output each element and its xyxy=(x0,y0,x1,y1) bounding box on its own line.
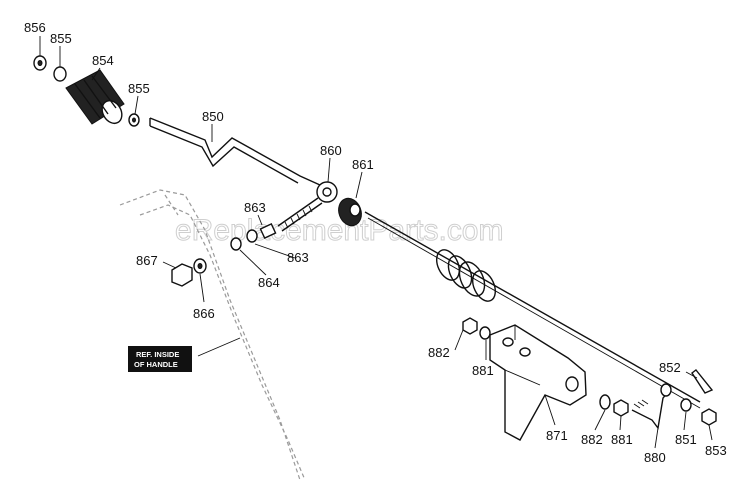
washer-855-top xyxy=(53,66,67,82)
label-856: 856 xyxy=(24,20,46,35)
label-855-top: 855 xyxy=(50,31,72,46)
reference-note: REF. INSIDE OF HANDLE xyxy=(128,346,192,372)
nut-882-left xyxy=(462,317,478,335)
rod-880 xyxy=(631,391,669,430)
label-855-right: 855 xyxy=(128,81,150,96)
nut-881-right xyxy=(613,399,629,417)
label-866: 866 xyxy=(193,306,215,321)
label-881-left: 881 xyxy=(472,363,494,378)
label-850: 850 xyxy=(202,109,224,124)
washer-864 xyxy=(230,237,242,251)
label-871: 871 xyxy=(546,428,568,443)
washer-852 xyxy=(660,383,672,397)
pin-852 xyxy=(691,369,714,394)
bracket-871 xyxy=(489,324,587,441)
label-880: 880 xyxy=(644,450,666,465)
nut-853 xyxy=(701,408,717,426)
label-861: 861 xyxy=(352,157,374,172)
label-863-bottom: 863 xyxy=(287,250,309,265)
washer-863 xyxy=(246,229,258,243)
disc-861 xyxy=(338,197,362,227)
label-860: 860 xyxy=(320,143,342,158)
label-852: 852 xyxy=(659,360,681,375)
label-851: 851 xyxy=(675,432,697,447)
nut-863 xyxy=(259,223,277,239)
label-867: 867 xyxy=(136,253,158,268)
washer-881-left xyxy=(479,326,491,340)
label-882-right: 882 xyxy=(581,432,603,447)
rod xyxy=(364,211,701,409)
reference-note-line2: OF HANDLE xyxy=(134,360,178,369)
grip-854 xyxy=(65,69,125,125)
watermark-text: eReplacementParts.com xyxy=(175,214,503,247)
handle-outline xyxy=(119,189,306,481)
label-881-right: 881 xyxy=(611,432,633,447)
reference-note-line1: REF. INSIDE xyxy=(136,350,179,359)
shaft-850 xyxy=(149,117,321,186)
spring xyxy=(435,249,497,302)
label-882-left: 882 xyxy=(428,345,450,360)
washer-882-right xyxy=(599,394,611,410)
washer-855-right xyxy=(128,113,140,127)
washer-851 xyxy=(680,398,692,412)
washer-856 xyxy=(33,55,47,71)
label-854: 854 xyxy=(92,53,114,68)
leader-lines xyxy=(39,36,713,449)
bolt-867 xyxy=(171,263,193,287)
eyebolt-860 xyxy=(277,181,338,232)
label-864: 864 xyxy=(258,275,280,290)
label-853: 853 xyxy=(705,443,727,458)
washer-866 xyxy=(193,258,207,274)
label-863-top: 863 xyxy=(244,200,266,215)
